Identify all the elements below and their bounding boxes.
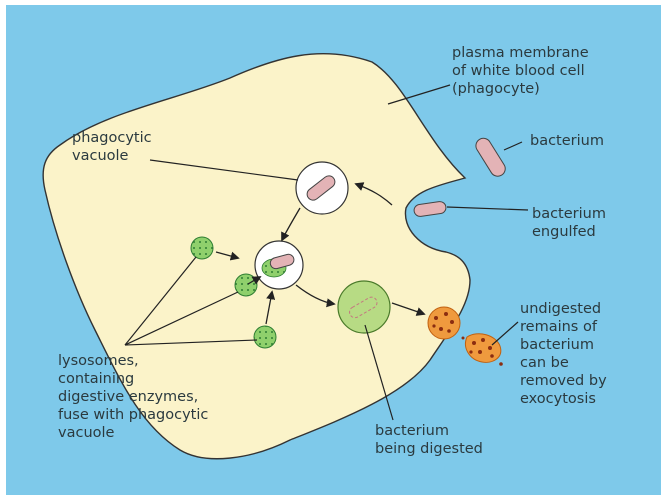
label-plasma-membrane: plasma membrane of white blood cell (pha…	[452, 44, 589, 98]
lysosome-left	[191, 237, 213, 259]
lysosome-bottom-left	[235, 274, 257, 296]
digesting-vesicle	[338, 281, 390, 333]
label-bacterium-being-digested: bacterium being digested	[375, 422, 483, 458]
free-bacterium	[473, 135, 508, 179]
label-phagocytic-vacuole: phagocytic vacuole	[72, 129, 152, 165]
label-bacterium: bacterium	[530, 132, 604, 150]
label-undigested-remains: undigested remains of bacterium can be r…	[520, 300, 607, 408]
label-lysosomes: lysosomes, containing digestive enzymes,…	[58, 352, 208, 442]
engulfed-bacterium	[413, 201, 446, 217]
undigested-remains	[428, 307, 503, 366]
label-bacterium-engulfed: bacterium engulfed	[532, 205, 606, 241]
lysosome-bottom	[254, 326, 276, 348]
